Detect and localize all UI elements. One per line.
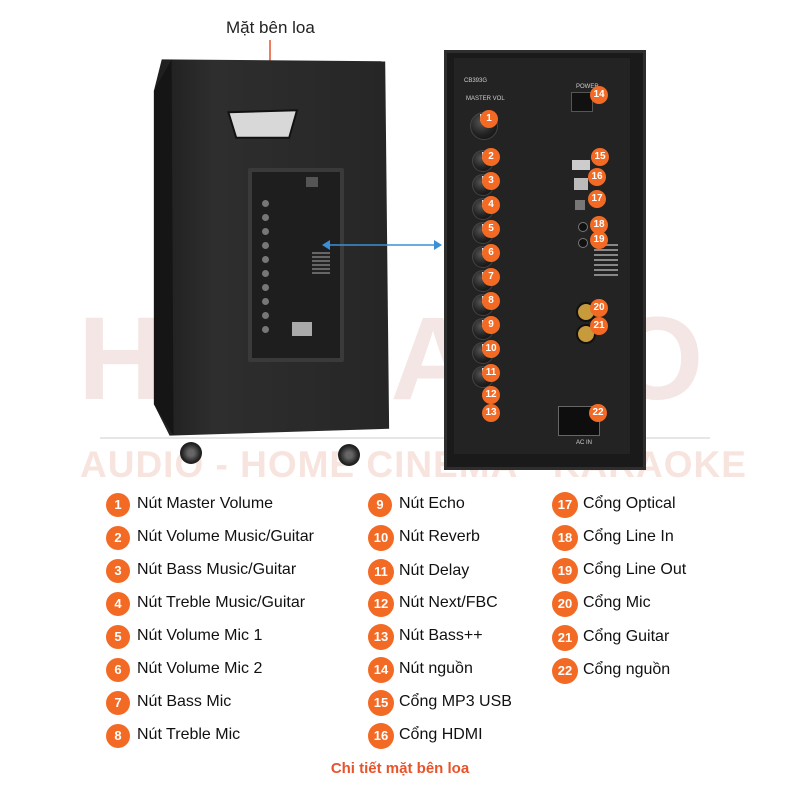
wheel-right <box>338 444 360 466</box>
legend-num: 5 <box>106 625 130 649</box>
legend-num: 16 <box>368 723 394 749</box>
callout-4: 4 <box>482 196 500 214</box>
legend-num: 15 <box>368 690 394 716</box>
legend-num: 13 <box>368 624 394 650</box>
legend-num: 8 <box>106 724 130 748</box>
legend-text: Nút Bass Music/Guitar <box>137 561 297 578</box>
cabinet-control-panel <box>248 168 344 362</box>
legend-text: Nút Treble Music/Guitar <box>137 594 306 611</box>
legend-num: 4 <box>106 592 130 616</box>
legend-num: 11 <box>368 559 394 585</box>
legend-text: Nút Bass Mic <box>137 693 232 710</box>
usb-port <box>572 160 590 170</box>
legend-num: 10 <box>368 525 394 551</box>
hdmi-port <box>574 178 588 190</box>
callout-12: 12 <box>482 386 500 404</box>
callout-11: 11 <box>482 364 500 382</box>
legend-text: Cổng Mic <box>583 594 651 611</box>
callout-9: 9 <box>482 316 500 334</box>
legend-num: 19 <box>552 558 578 584</box>
legend-num: 1 <box>106 493 130 517</box>
panel-model: CB393G <box>464 78 488 84</box>
legend-num: 21 <box>552 625 578 651</box>
legend-num: 12 <box>368 591 394 617</box>
legend-num: 14 <box>368 657 394 683</box>
callout-17: 17 <box>588 190 606 208</box>
callout-3: 3 <box>482 172 500 190</box>
legend-num: 22 <box>552 658 578 684</box>
legend-num: 3 <box>106 559 130 583</box>
callout-13: 13 <box>482 404 500 422</box>
callout-15: 15 <box>591 148 609 166</box>
legend-text: Nút Reverb <box>399 528 480 545</box>
callout-10: 10 <box>482 340 500 358</box>
legend-text: Cổng Line Out <box>583 561 687 578</box>
callout-21: 21 <box>590 317 608 335</box>
callout-19: 19 <box>590 231 608 249</box>
line-out-port <box>578 238 588 248</box>
callout-6: 6 <box>482 244 500 262</box>
callout-2: 2 <box>482 148 500 166</box>
callout-5: 5 <box>482 220 500 238</box>
callout-8: 8 <box>482 292 500 310</box>
callout-7: 7 <box>482 268 500 286</box>
legend-text: Cổng Guitar <box>583 628 670 645</box>
legend-text: Nút Delay <box>399 562 470 579</box>
legend-text: Nút Volume Mic 2 <box>137 660 263 677</box>
wheel-left <box>180 442 202 464</box>
legend-num: 17 <box>552 492 578 518</box>
callout-18: 18 <box>590 216 608 234</box>
legend-num: 2 <box>106 526 130 550</box>
legend-text: Cổng MP3 USB <box>399 693 512 710</box>
figure-caption: Chi tiết mặt bên loa <box>330 760 470 777</box>
legend-text: Nút Treble Mic <box>137 726 241 743</box>
legend-text: Nút Volume Music/Guitar <box>137 528 314 545</box>
callout-20: 20 <box>590 299 608 317</box>
legend-text: Cổng Line In <box>583 528 674 545</box>
callout-16: 16 <box>588 168 606 186</box>
optical-port <box>575 200 585 210</box>
legend-text: Cổng nguồn <box>583 661 671 678</box>
side-label: Mặt bên loa <box>226 18 315 37</box>
legend-text: Nút Volume Mic 1 <box>137 627 263 644</box>
legend-text: Cổng HDMI <box>399 726 483 743</box>
zoom-arrow <box>322 240 442 250</box>
legend-text: Cổng Optical <box>583 495 676 512</box>
legend-text: Nút Next/FBC <box>399 594 498 611</box>
callout-14: 14 <box>590 86 608 104</box>
callout-22: 22 <box>589 404 607 422</box>
callout-1: 1 <box>480 110 498 128</box>
legend-num: 6 <box>106 658 130 682</box>
panel-power: POWER <box>576 84 599 90</box>
legend-num: 9 <box>368 493 392 517</box>
legend-num: 7 <box>106 691 130 715</box>
legend-text: Nút Bass++ <box>399 627 483 644</box>
legend-text: Nút Echo <box>399 495 465 512</box>
legend-text: Nút nguồn <box>399 660 473 677</box>
line-in-port <box>578 222 588 232</box>
panel-ac-in: AC IN <box>576 440 593 446</box>
legend-text: Nút Master Volume <box>137 495 274 512</box>
watermark-divider <box>100 437 710 439</box>
legend-num: 18 <box>552 525 578 551</box>
legend-num: 20 <box>552 591 578 617</box>
panel-master-vol: MASTER VOL <box>466 96 505 102</box>
